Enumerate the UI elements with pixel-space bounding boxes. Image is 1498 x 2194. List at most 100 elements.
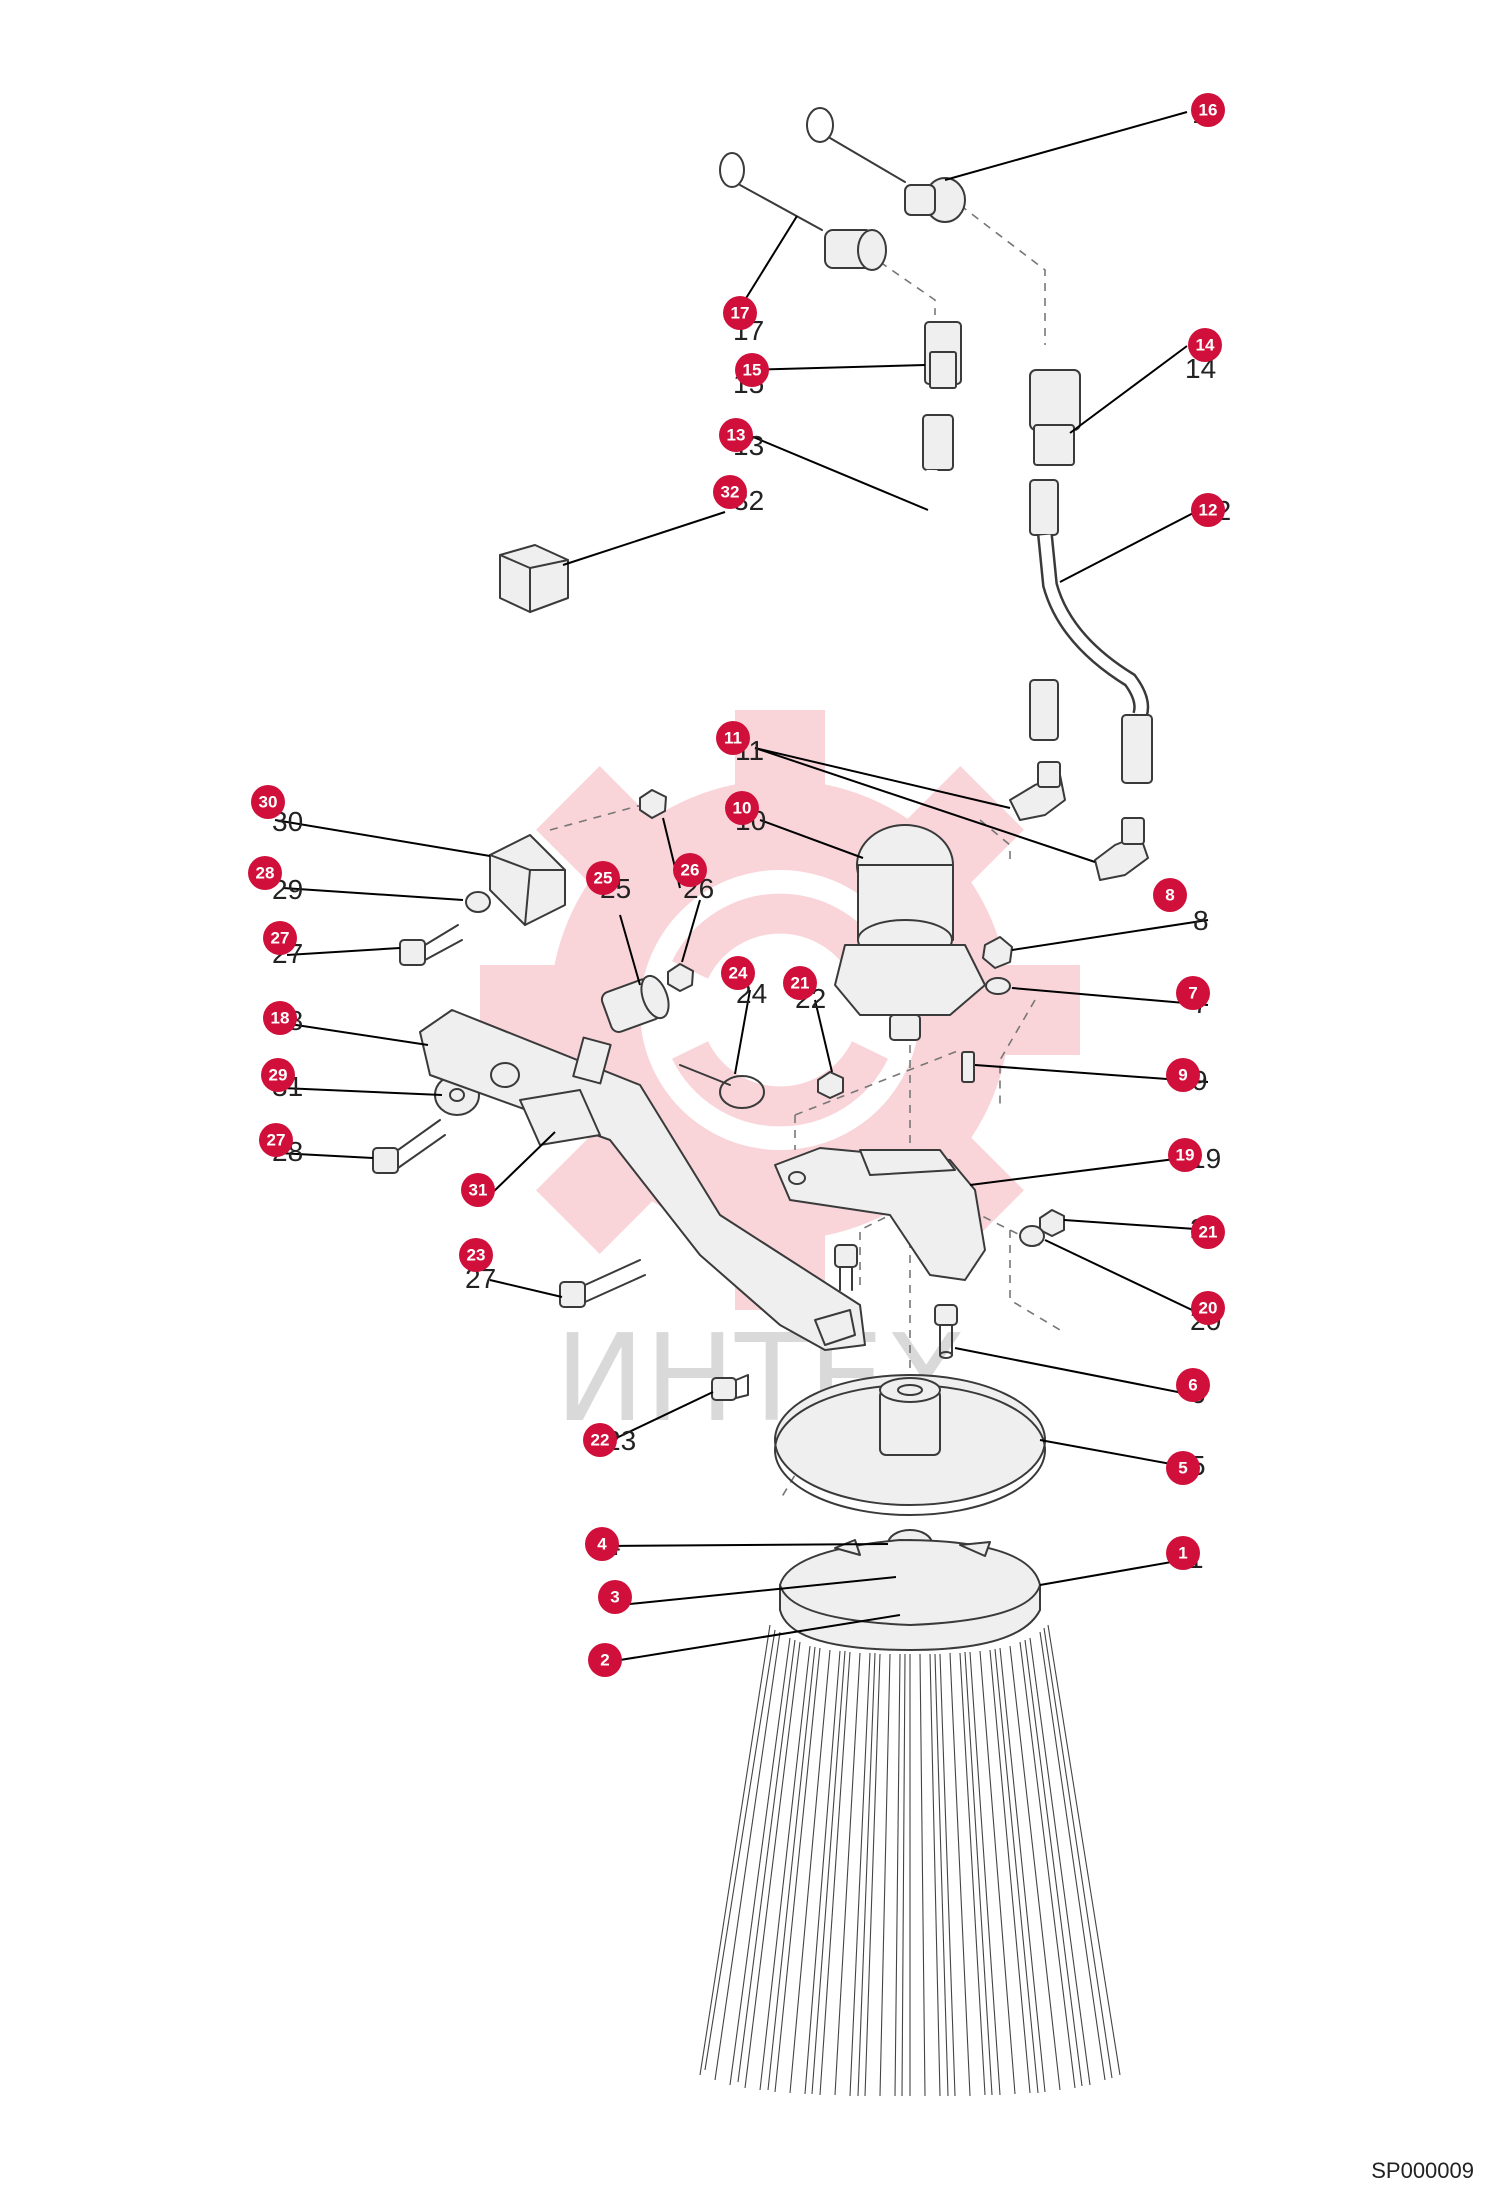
part-28-washer (465, 891, 491, 913)
callout-26: 26 (673, 853, 707, 887)
callout-14: 14 (1188, 328, 1222, 362)
svg-text:4: 4 (597, 1535, 607, 1554)
callout-6: 6 (1176, 1368, 1210, 1402)
svg-text:2: 2 (600, 1651, 609, 1670)
part-17-dust-plug (719, 152, 887, 271)
part-27-bolt-lower (372, 1119, 446, 1174)
callout-31: 31 (461, 1173, 495, 1207)
callout-23: 23 (459, 1238, 493, 1272)
callout-4: 4 (585, 1527, 619, 1561)
leader-lines (274, 111, 1214, 1661)
callout-21: 21 (783, 966, 817, 1000)
brush-bristles (699, 1624, 1121, 2097)
part-12-hydraulic-hose (1029, 479, 1153, 784)
svg-text:22: 22 (591, 1431, 610, 1450)
part-11-elbow-fittings (1009, 761, 1149, 881)
callout-11: 11 (716, 721, 750, 755)
callout-32: 32 (713, 475, 747, 509)
part-1-side-brush (699, 1539, 1121, 2097)
svg-text:32: 32 (721, 483, 740, 502)
part-13-hydraulic-hose (922, 414, 1059, 741)
callout-15: 15 (735, 353, 769, 387)
part-25-pivot-pin (600, 974, 670, 1033)
svg-text:15: 15 (743, 361, 762, 380)
svg-text:18: 18 (271, 1009, 290, 1028)
callout-7: 7 (1176, 976, 1210, 1010)
svg-text:12: 12 (1199, 501, 1218, 520)
drawing-code: SP000009 (1371, 2158, 1474, 2183)
callout-10: 10 (725, 791, 759, 825)
svg-text:25: 25 (594, 869, 613, 888)
part-6-bolt (934, 1304, 958, 1359)
svg-text:13: 13 (727, 426, 746, 445)
part-31-wear-strip (519, 1089, 601, 1146)
part-30-stop-block (489, 834, 566, 926)
callout-20: 20 (1191, 1291, 1225, 1325)
callout-27-upper: 27 (263, 921, 297, 955)
svg-text:8: 8 (1193, 905, 1209, 936)
callout-29: 29 (261, 1058, 295, 1092)
part-9-key (961, 1051, 975, 1083)
svg-text:20: 20 (1199, 1299, 1218, 1318)
part-23-bolt (559, 1259, 646, 1308)
callout-25: 25 (586, 861, 620, 895)
svg-text:1: 1 (1178, 1544, 1187, 1563)
callout-8: 8 (1153, 878, 1187, 912)
svg-text:7: 7 (1188, 984, 1197, 1003)
part-24-lynch-pin (679, 1064, 765, 1109)
svg-text:26: 26 (681, 861, 700, 880)
part-26-nut-lower (667, 963, 694, 992)
svg-text:14: 14 (1196, 336, 1215, 355)
callout-18: 18 (263, 1001, 297, 1035)
callout-28: 28 (248, 856, 282, 890)
part-20-washer (1019, 1225, 1045, 1247)
callout-24: 24 (721, 956, 755, 990)
callout-3: 3 (598, 1580, 632, 1614)
part-19-motor-bracket (774, 1147, 986, 1281)
callout-19: 19 (1168, 1138, 1202, 1172)
assembly-guide-lines (549, 204, 1061, 1501)
part-7-washer (985, 977, 1011, 995)
callout-12: 12 (1191, 493, 1225, 527)
callout-16: 16 (1191, 93, 1225, 127)
svg-text:21: 21 (791, 974, 810, 993)
part-21-nut (817, 1071, 844, 1099)
svg-text:5: 5 (1178, 1459, 1187, 1478)
svg-text:24: 24 (729, 964, 748, 983)
part-16-dust-cap (806, 107, 966, 223)
svg-text:27: 27 (267, 1131, 286, 1150)
svg-text:17: 17 (731, 304, 750, 323)
part-5-mounting-plate (774, 1374, 1046, 1516)
svg-text:6: 6 (1188, 1376, 1197, 1395)
callout-22: 22 (583, 1423, 617, 1457)
part-14-coupling-female (1029, 369, 1081, 466)
callout-21-right: 21 (1191, 1215, 1225, 1249)
callout-17: 17 (723, 296, 757, 330)
svg-text:9: 9 (1178, 1066, 1187, 1085)
part-10-hydraulic-motor (834, 824, 986, 1041)
part-22-bolt (711, 1374, 749, 1401)
svg-text:21: 21 (1199, 1223, 1218, 1242)
svg-text:10: 10 (733, 799, 752, 818)
part-26-nut (639, 789, 667, 819)
svg-text:3: 3 (610, 1588, 619, 1607)
callout-30: 30 (251, 785, 285, 819)
callout-2: 2 (588, 1643, 622, 1677)
svg-text:27: 27 (271, 929, 290, 948)
part-8-nut (982, 936, 1013, 969)
part-27-bolt-upper (399, 924, 463, 966)
callout-bubbles: 1 2 3 4 5 6 7 8 9 10 11 12 13 14 15 16 1… (248, 93, 1225, 1677)
svg-text:19: 19 (1176, 1146, 1195, 1165)
callout-27-lower: 27 (259, 1123, 293, 1157)
callout-5: 5 (1166, 1451, 1200, 1485)
svg-text:16: 16 (1199, 101, 1218, 120)
svg-text:11: 11 (724, 729, 742, 748)
part-32-block (499, 544, 569, 613)
callout-9: 9 (1166, 1058, 1200, 1092)
svg-text:30: 30 (259, 793, 278, 812)
svg-text:28: 28 (256, 864, 275, 883)
part-bracket-bolt (834, 1244, 858, 1291)
svg-text:31: 31 (469, 1181, 488, 1200)
part-15-coupling-male (924, 321, 962, 389)
